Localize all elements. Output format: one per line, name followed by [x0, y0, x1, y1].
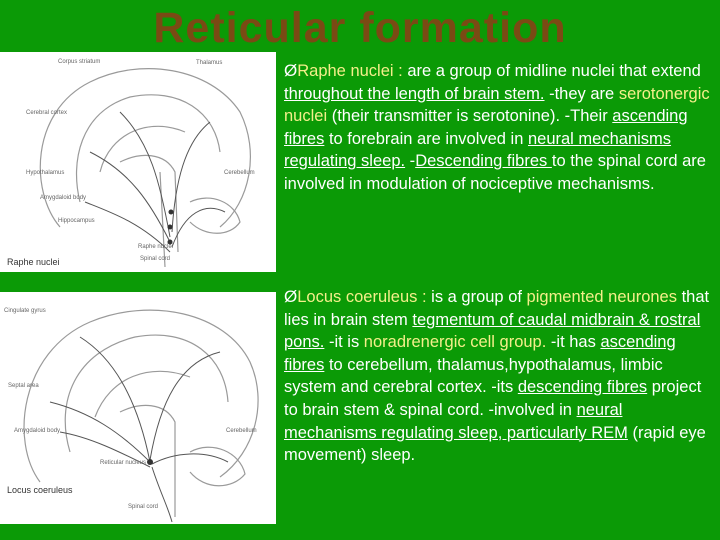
noradrenergic-term: noradrenergic cell group.: [363, 333, 547, 352]
label-septal-area: Septal area: [8, 383, 39, 389]
label-thalamus: Thalamus: [196, 60, 222, 66]
label-amygdaloid-body: Amygdaloid body: [40, 195, 86, 201]
label-cerebral-cortex: Cerebral cortex: [26, 110, 67, 116]
label-raphe-nuclei: Raphe nuclei: [138, 244, 173, 250]
locus-heading: Locus coeruleus :: [297, 288, 427, 306]
locus-figure-caption: Locus coeruleus: [7, 485, 73, 495]
raphe-figure-caption: Raphe nuclei: [7, 257, 60, 267]
slide-title: Reticular formation: [153, 4, 567, 52]
raphe-nuclei-description: ØRaphe nuclei : are a group of midline n…: [284, 61, 710, 193]
label-cerebellum: Cerebellum: [226, 428, 257, 434]
label-reticular-nucleus: Reticular nucleus: [100, 460, 146, 466]
serotonergic-term: serotonergic nuclei: [284, 84, 710, 126]
label-amygdaloid-body: Amygdaloid body: [14, 428, 60, 434]
locus-brain-diagram: Cingulate gyrus Septal area Amygdaloid b…: [4, 308, 259, 523]
locus-coeruleus-figure: Cingulate gyrus Septal area Amygdaloid b…: [0, 292, 276, 524]
label-hypothalamus: Hypothalamus: [26, 170, 64, 176]
label-cingulate-gyrus: Cingulate gyrus: [4, 308, 46, 314]
arrow-bullet-icon: Ø: [284, 287, 298, 306]
label-spinal-cord: Spinal cord: [140, 256, 170, 262]
label-spinal-cord: Spinal cord: [128, 504, 158, 510]
locus-coeruleus-description: ØLocus coeruleus : is a group of pigment…: [284, 287, 710, 465]
raphe-heading: Raphe nuclei :: [297, 62, 403, 80]
raphe-nuclei-figure: Corpus striatum Thalamus Cerebral cortex…: [0, 52, 276, 272]
label-corpus-striatum: Corpus striatum: [58, 59, 100, 65]
pigmented-neurones-term: pigmented neurones: [526, 288, 677, 306]
arrow-bullet-icon: Ø: [284, 61, 298, 80]
raphe-brain-diagram: Corpus striatum Thalamus Cerebral cortex…: [26, 59, 255, 268]
label-hippocampus: Hippocampus: [58, 218, 95, 224]
label-cerebellum: Cerebellum: [224, 170, 255, 176]
